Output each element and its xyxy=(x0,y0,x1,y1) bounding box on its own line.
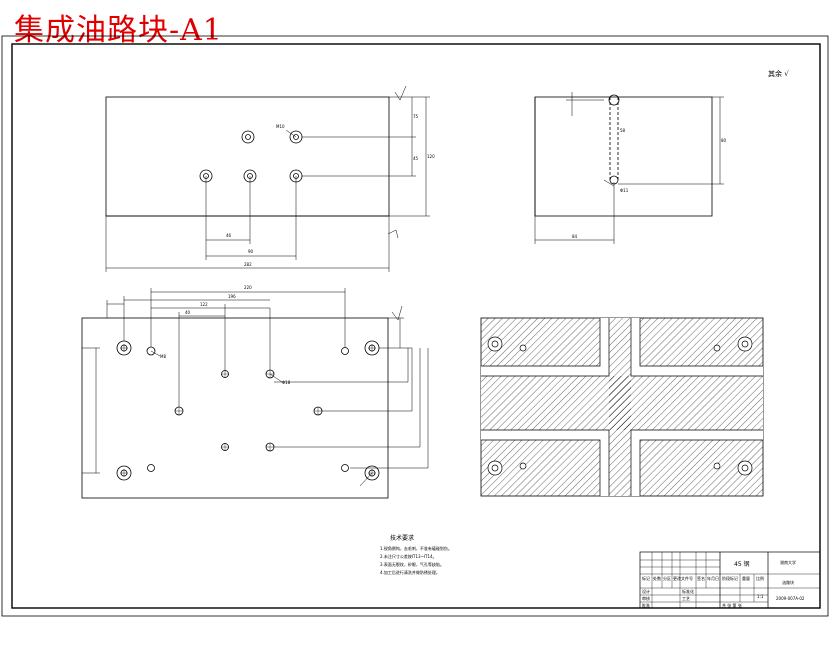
rev-header-docno: 更改文件号 xyxy=(673,575,693,581)
section-view xyxy=(480,317,764,497)
rev-header-sign: 签名 xyxy=(697,575,705,581)
tech-req-line-1: 1.锐角倒钝，去毛刺，不准有磕碰划伤。 xyxy=(380,545,452,551)
tb-sheet: 共 张 第 张 xyxy=(722,602,742,608)
dim-side-depth: 80 xyxy=(721,138,727,143)
side-view xyxy=(534,92,724,244)
dim-top-b: 196 xyxy=(228,294,236,299)
tb-part-name: 油路块 xyxy=(782,579,794,585)
label-hole-m8: M8 xyxy=(160,354,166,359)
dim-front-h1: 75 xyxy=(413,114,419,119)
dim-front-overall: 282 xyxy=(244,262,252,267)
tech-req-line-4: 4.加工后进行清洗并做防锈处理。 xyxy=(380,569,440,575)
top-view xyxy=(81,288,429,499)
tb-school: 湖南大学 xyxy=(780,559,796,565)
tech-req-line-3: 3.表面无裂纹，砂眼，气孔等缺陷。 xyxy=(380,561,444,567)
label-hole-m10: M10 xyxy=(276,124,285,129)
label-hole-phi11: Φ11 xyxy=(620,188,629,193)
outer-border xyxy=(1,35,829,617)
tech-req-heading: 技术要求 xyxy=(390,534,414,542)
tb-scale: 1:1 xyxy=(757,594,764,599)
dim-front-h2: 45 xyxy=(413,156,419,161)
dim-side-h: 58 xyxy=(620,128,626,133)
surface-note: 其余 √ xyxy=(768,69,789,78)
dim-top-d: 40 xyxy=(185,310,191,315)
inner-border xyxy=(11,43,821,609)
tb-material: 45 钢 xyxy=(734,560,750,568)
dim-side-width: 84 xyxy=(572,234,578,239)
rev-header-date: 年月日 xyxy=(707,575,719,581)
drawing-title: 集成油路块-A1 xyxy=(14,13,223,48)
rev-header-zone: 分区 xyxy=(663,575,671,581)
dim-front-d2: 90 xyxy=(248,249,254,254)
tb-process: 工艺 xyxy=(682,596,690,601)
tb-drawing-no: 2009-007A-02 xyxy=(776,596,805,601)
tb-stage-mark: 阶段标记 xyxy=(722,575,738,581)
tech-requirements: 技术要求 1.锐角倒钝，去毛刺，不准有磕碰划伤。 2.未注尺寸公差按IT13~I… xyxy=(380,534,452,575)
tb-designer: 设计 xyxy=(642,588,650,594)
dim-top-c: 122 xyxy=(200,302,208,307)
rev-header-mark: 标记 xyxy=(642,575,650,581)
tb-weight: 重量 xyxy=(742,575,750,581)
dim-front-d1: 46 xyxy=(226,233,232,238)
front-view xyxy=(105,85,430,272)
tb-checker: 审核 xyxy=(642,595,650,601)
dim-front-h: 120 xyxy=(427,154,435,159)
tb-ratio: 比例 xyxy=(756,575,764,581)
rev-header-count: 处数 xyxy=(653,575,661,581)
tech-req-line-2: 2.未注尺寸公差按IT13~IT14。 xyxy=(380,553,437,559)
tb-approver: 批准 xyxy=(642,602,650,608)
label-hole-phi18: Φ18 xyxy=(282,380,291,385)
title-block xyxy=(639,551,821,609)
dim-top-a: 220 xyxy=(244,285,252,290)
tb-standard: 标准化 xyxy=(682,588,694,594)
